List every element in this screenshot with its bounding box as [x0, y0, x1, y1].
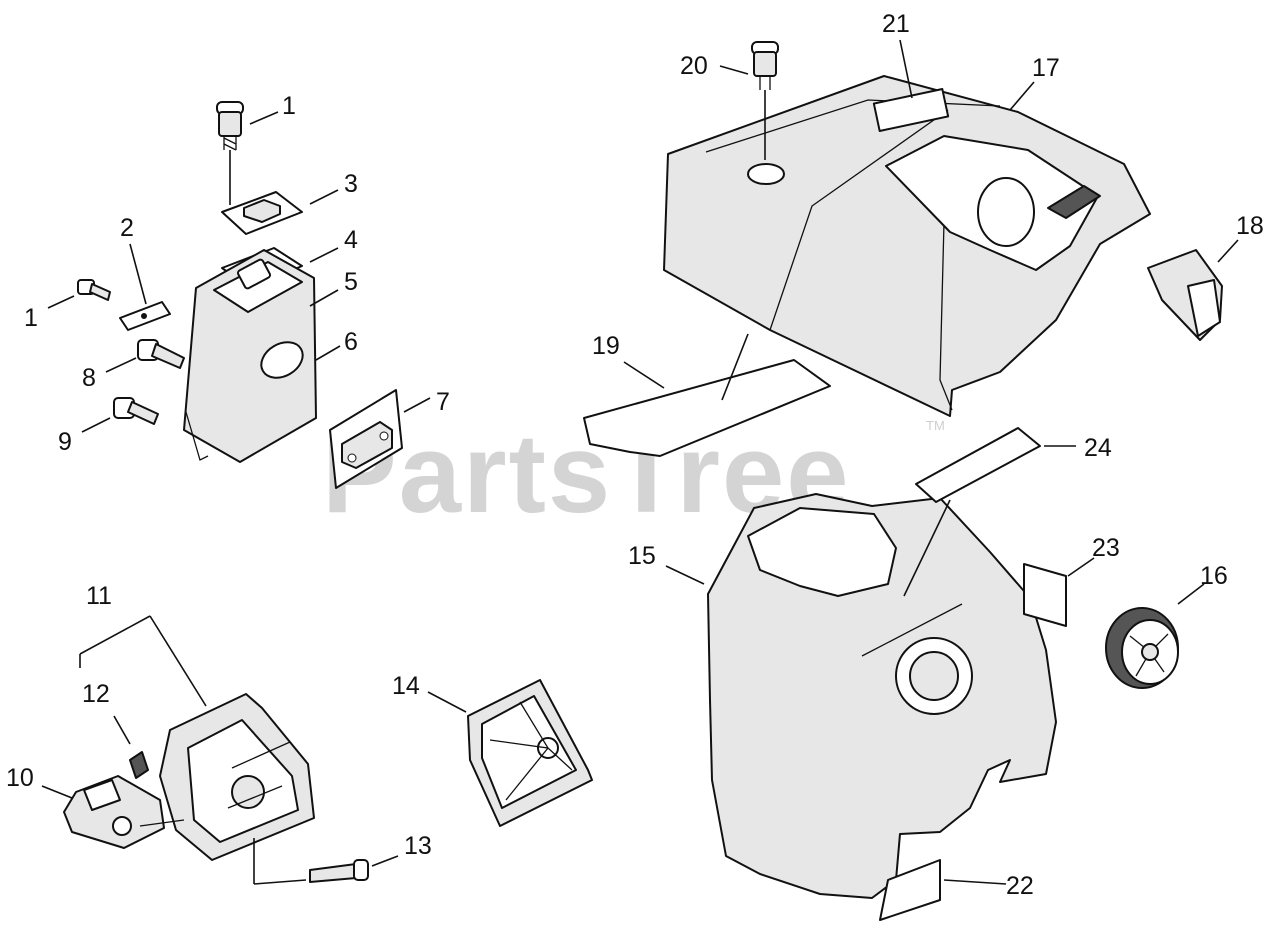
part-9-bolt[interactable]: [113, 397, 159, 425]
callout-lines-bottom-right: [665, 445, 1205, 885]
part-8-bolt[interactable]: [137, 339, 185, 369]
callout-lines-left: [47, 111, 431, 433]
callout-3[interactable]: 3: [344, 170, 358, 198]
part-6-muffler[interactable]: [183, 249, 317, 463]
callout-13[interactable]: 13: [404, 832, 432, 860]
callout-19[interactable]: 19: [592, 332, 620, 360]
callout-2[interactable]: 2: [120, 214, 134, 242]
part-18-intake-boot[interactable]: [1147, 249, 1223, 341]
part-10-carburetor[interactable]: [63, 775, 185, 849]
part-24-decal[interactable]: [915, 427, 1041, 503]
callout-1-left[interactable]: 1: [24, 304, 38, 332]
part-12-clip[interactable]: [129, 751, 149, 779]
callout-24[interactable]: 24: [1084, 434, 1112, 462]
callout-1-top[interactable]: 1: [282, 92, 296, 120]
part-1-screw-top[interactable]: [216, 101, 244, 205]
part-11-intake-adapter[interactable]: [159, 693, 315, 861]
callout-7[interactable]: 7: [436, 388, 450, 416]
callout-18[interactable]: 18: [1236, 212, 1264, 240]
part-13-screw[interactable]: [309, 859, 369, 883]
part-20-screw[interactable]: [751, 41, 779, 160]
callout-8[interactable]: 8: [82, 364, 96, 392]
callout-12[interactable]: 12: [82, 680, 110, 708]
callout-15[interactable]: 15: [628, 542, 656, 570]
callout-23[interactable]: 23: [1092, 534, 1120, 562]
part-19-decal[interactable]: [583, 359, 831, 457]
part-3-cover-plate[interactable]: [221, 191, 303, 235]
callout-10[interactable]: 10: [6, 764, 34, 792]
callout-20[interactable]: 20: [680, 52, 708, 80]
part-14-air-filter[interactable]: [467, 679, 593, 827]
part-1-screw-left[interactable]: [77, 279, 111, 301]
callout-6[interactable]: 6: [344, 328, 358, 356]
callout-lines-top-right: [623, 39, 1239, 401]
part-23-decal[interactable]: [1023, 563, 1067, 627]
part-7-gasket[interactable]: [329, 389, 403, 489]
callout-5[interactable]: 5: [344, 268, 358, 296]
part-22-decal[interactable]: [879, 859, 941, 921]
watermark-trademark: TM: [926, 418, 945, 433]
callout-16[interactable]: 16: [1200, 562, 1228, 590]
callout-17[interactable]: 17: [1032, 54, 1060, 82]
callout-numbers: 1 2 3 4 5 6 7 1 8 9 10 11 12 13 14 15 16…: [6, 10, 1264, 900]
callout-14[interactable]: 14: [392, 672, 420, 700]
part-17-cylinder-cover[interactable]: [663, 75, 1151, 417]
callout-9[interactable]: 9: [58, 428, 72, 456]
part-16-starter-knob[interactable]: [1105, 607, 1179, 689]
callout-21[interactable]: 21: [882, 10, 910, 38]
part-2-plate[interactable]: [119, 301, 171, 331]
callout-22[interactable]: 22: [1006, 872, 1034, 900]
callout-lines-bottom-left: [41, 615, 467, 885]
callout-11[interactable]: 11: [86, 582, 112, 610]
part-15-starter-housing[interactable]: [707, 493, 1057, 899]
callout-4[interactable]: 4: [344, 226, 358, 254]
